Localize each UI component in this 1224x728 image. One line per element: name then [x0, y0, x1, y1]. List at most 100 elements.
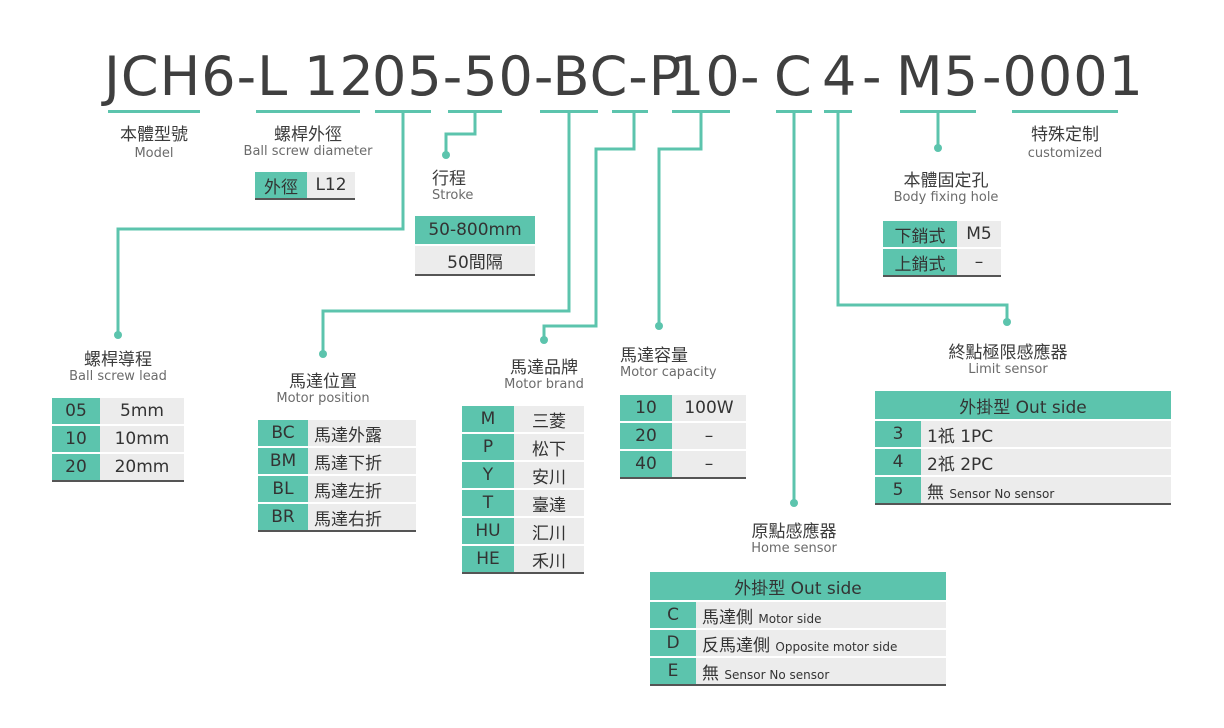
diameter-table: 外徑 L12	[255, 172, 355, 200]
underline-model	[108, 110, 200, 113]
brand-key: HU	[462, 517, 514, 546]
stroke-interval: 50間隔	[415, 245, 535, 276]
lead-key: 05	[52, 398, 100, 426]
home-label-en: Home sensor	[751, 541, 837, 556]
underline-capacity	[672, 110, 730, 113]
capacity-label: 馬達容量	[620, 346, 688, 366]
position-value: 馬達外露	[308, 420, 416, 448]
brand-value: 禾川	[514, 545, 584, 574]
limit-key: 3	[875, 420, 921, 449]
capacity-value: –	[672, 450, 746, 479]
capacity-key: 10	[620, 395, 672, 423]
brand-key: T	[462, 489, 514, 518]
custom-label: 特殊定制	[1031, 125, 1099, 145]
brand-value: 三菱	[514, 406, 584, 434]
home-value: 反馬達側	[702, 635, 770, 656]
underline-fixing	[900, 110, 976, 113]
brand-label: 馬達品牌	[510, 358, 578, 378]
position-key: BM	[258, 447, 308, 476]
code-model: JCH6-L	[104, 45, 289, 108]
lead-value: 10mm	[100, 425, 184, 454]
brand-label-en: Motor brand	[504, 377, 584, 392]
limit-label: 終點極限感應器	[948, 343, 1068, 363]
home-header: 外掛型 Out side	[650, 572, 946, 602]
lead-value: 20mm	[100, 453, 184, 482]
model-label: 本體型號	[120, 125, 188, 145]
underline-lead	[375, 110, 431, 113]
position-key: BR	[258, 503, 308, 532]
stroke-label-en: Stroke	[432, 188, 474, 203]
table-row: 上銷式–	[883, 248, 1001, 277]
fixing-value: –	[957, 248, 1001, 277]
home-key: D	[650, 629, 696, 658]
table-row: 外掛型 Out side	[875, 391, 1171, 421]
code-fixing: M5	[896, 45, 979, 108]
position-value: 馬達左折	[308, 475, 416, 504]
code-home: C	[774, 45, 813, 108]
home-value-en: Sensor No sensor	[724, 667, 830, 682]
position-key: BL	[258, 475, 308, 504]
home-value: 無	[702, 663, 719, 684]
capacity-label-en: Motor capacity	[620, 365, 717, 380]
brand-value: 汇川	[514, 517, 584, 546]
home-value: 馬達側	[702, 607, 753, 628]
brand-value: 松下	[514, 433, 584, 462]
capacity-key: 20	[620, 422, 672, 451]
position-value: 馬達下折	[308, 447, 416, 476]
fixing-value: M5	[957, 221, 1001, 249]
limit-value-en: Sensor No sensor	[949, 486, 1055, 501]
limit-key: 5	[875, 476, 921, 505]
underline-custom	[1012, 110, 1118, 113]
diameter-label-en: Ball screw diameter	[243, 144, 373, 159]
underline-limit	[824, 110, 852, 113]
position-label-en: Motor position	[276, 391, 370, 406]
underline-diameter	[256, 110, 360, 113]
lead-value: 5mm	[100, 398, 184, 426]
diameter-key: 外徑	[255, 172, 307, 200]
position-value: 馬達右折	[308, 503, 416, 532]
code-capacity: 10	[670, 45, 741, 108]
fixing-key: 下銷式	[883, 221, 957, 249]
home-value-en: Motor side	[758, 611, 822, 626]
limit-value: 無	[927, 482, 944, 503]
underline-stroke	[448, 110, 502, 113]
limit-value: 1祇 1PC	[927, 426, 994, 447]
limit-label-en: Limit sensor	[968, 362, 1048, 377]
home-label: 原點感應器	[751, 522, 837, 542]
lead-label-en: Ball screw lead	[69, 369, 167, 384]
brand-key: Y	[462, 461, 514, 490]
lead-label: 螺桿導程	[84, 350, 152, 370]
stroke-table: 50-800mm 50間隔	[415, 216, 535, 276]
fixing-key: 上銷式	[883, 248, 957, 277]
code-custom: -0001	[982, 45, 1144, 108]
capacity-key: 40	[620, 450, 672, 479]
table-row: 40–	[620, 450, 746, 479]
custom-label-en: customized	[1027, 146, 1103, 161]
diameter-label: 螺桿外徑	[274, 125, 342, 145]
stroke-range: 50-800mm	[415, 216, 535, 246]
table-row: 50間隔	[415, 245, 535, 276]
code-limit: 4	[822, 45, 858, 108]
fixing-label-en: Body fixing hole	[893, 190, 999, 205]
stroke-label: 行程	[432, 169, 466, 189]
